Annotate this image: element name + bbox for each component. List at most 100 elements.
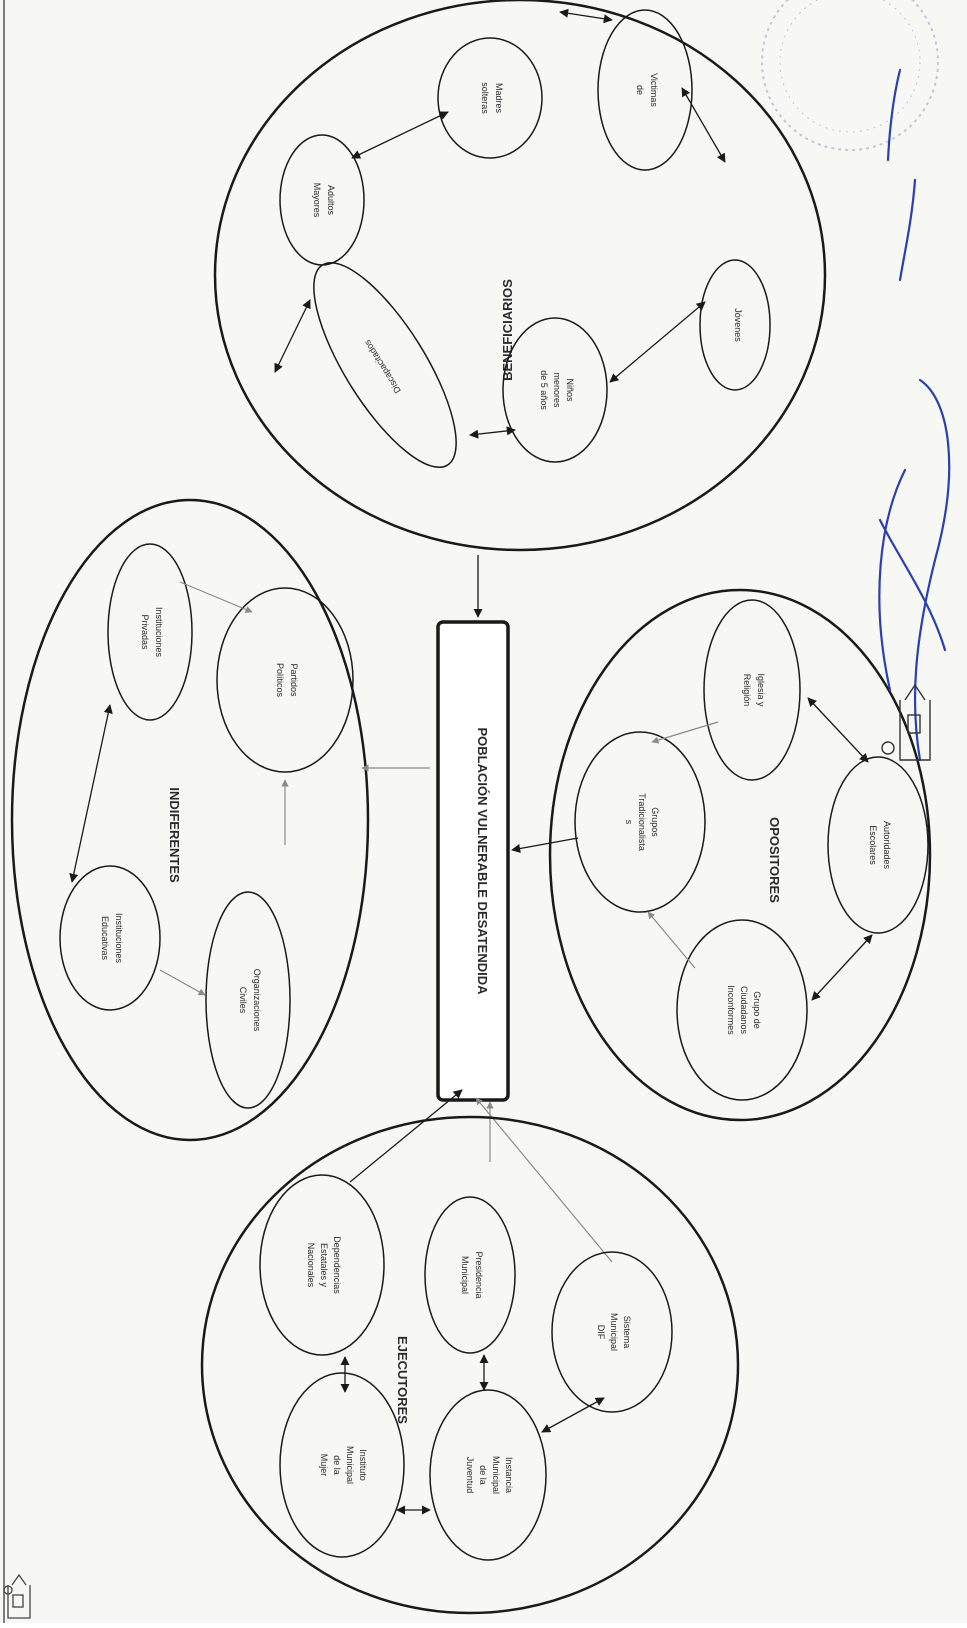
svg-text:Sistema: Sistema: [622, 1316, 632, 1349]
svg-text:Municipal: Municipal: [345, 1446, 355, 1484]
node-organizaciones-civiles-label: Organizaciones Civiles: [238, 969, 262, 1032]
svg-text:Juventud: Juventud: [465, 1457, 475, 1494]
group-indiferentes: INDIFERENTES Instituciones Privadas Part…: [10, 498, 370, 1142]
arrow-iglesia-autoridades: [807, 697, 869, 763]
svg-text:Iglesia y: Iglesia y: [756, 673, 766, 707]
svg-text:de la: de la: [332, 1455, 342, 1475]
opositores-boundary: [548, 588, 932, 1122]
arrow-privadas-educativas: [69, 704, 113, 883]
svg-text:Políticos: Políticos: [275, 663, 285, 698]
svg-text:Grupos: Grupos: [650, 807, 660, 837]
node-jovenes-label: Jóvenes: [733, 308, 743, 342]
center-box: [436, 620, 510, 1102]
node-madres-solteras: [437, 37, 543, 159]
node-ciudadanos-inconformes: [676, 919, 808, 1101]
tower-emblem-left: [3, 1573, 31, 1619]
svg-text:Estatales y: Estatales y: [319, 1243, 329, 1288]
svg-text:Victimas: Victimas: [649, 73, 659, 107]
arrow-dependencias-center: [349, 1089, 463, 1183]
svg-text:Inconformes: Inconformes: [726, 985, 736, 1035]
svg-text:s: s: [624, 820, 634, 825]
svg-text:de: de: [635, 85, 645, 95]
node-discapacitados: [313, 261, 457, 469]
svg-text:menores: menores: [552, 372, 562, 408]
node-autoridades-escolares-label: Autoridades Escolares: [868, 821, 892, 870]
svg-text:Municipal: Municipal: [609, 1313, 619, 1351]
node-dependencias: [259, 1174, 385, 1356]
node-grupos-tradicionalistas-label: Grupos Tradicionalista s: [624, 793, 660, 851]
official-stamp: [761, 0, 939, 151]
arrow-privadas-partidos: [179, 581, 253, 613]
svg-text:Instituto: Instituto: [358, 1449, 368, 1481]
svg-text:Presidencia: Presidencia: [474, 1251, 484, 1298]
svg-text:Privadas: Privadas: [140, 614, 150, 650]
node-instituciones-privadas: [107, 543, 193, 721]
center-label: POBLACIÓN VULNERABLE DESATENDIDA: [475, 728, 490, 996]
node-instituto-mujer-label: Instituto Municipal de la Mujer: [319, 1446, 368, 1484]
arrow-victimas-out: [681, 87, 726, 163]
opositores-title: OPOSITORES: [767, 817, 782, 903]
node-grupos-tradicionalistas: [574, 731, 706, 913]
group-opositores: OPOSITORES Iglesia y Religión Grupos Tra…: [548, 588, 932, 1122]
svg-text:Madres: Madres: [494, 83, 504, 114]
arrow-ninos-jovenes: [609, 301, 706, 383]
node-dif: [551, 1251, 673, 1413]
signature-mark: [878, 68, 951, 762]
node-partidos-politicos: [216, 587, 354, 773]
tower-emblem-right: [881, 683, 931, 761]
node-presidencia-label: Presidencia Municipal: [460, 1251, 484, 1298]
ejecutores-boundary: [200, 1115, 740, 1615]
svg-text:Municipal: Municipal: [491, 1456, 501, 1494]
node-iglesia-label: Iglesia y Religión: [742, 673, 766, 707]
svg-text:Civiles: Civiles: [238, 987, 248, 1014]
svg-text:Grupo de: Grupo de: [752, 991, 762, 1029]
arrow-discapacitados-out: [274, 299, 311, 373]
svg-text:Niños: Niños: [565, 378, 575, 402]
arrow-adultos-madres: [351, 111, 449, 159]
svg-text:Adultos: Adultos: [326, 185, 336, 216]
svg-text:Municipal: Municipal: [460, 1256, 470, 1294]
arrow-opositores-center: [511, 837, 579, 854]
node-ninos-label: Niños menores de 5 años: [539, 370, 575, 410]
arrow-inconformes-tradicionalistas: [647, 911, 696, 969]
ejecutores-title: EJECUTORES: [395, 1336, 410, 1424]
node-madres-solteras-label: Madres solteras: [480, 82, 504, 114]
arrow-dif-center: [475, 1097, 613, 1263]
arrow-educativas-civiles: [159, 969, 206, 996]
node-instituciones-privadas-label: Instituciones Privadas: [140, 607, 164, 658]
arrow-iglesia-tradicionalistas: [651, 721, 719, 744]
node-instituciones-educativas-label: Instituciones Educativas: [100, 913, 124, 964]
svg-text:de 5 años: de 5 años: [539, 370, 549, 410]
svg-text:Instituciones: Instituciones: [154, 607, 164, 658]
svg-text:DIF: DIF: [596, 1325, 606, 1340]
node-dependencias-label: Dependencias Estatales y Nacionales: [306, 1236, 342, 1294]
svg-text:Dependencias: Dependencias: [332, 1236, 342, 1294]
svg-text:Religión: Religión: [742, 674, 752, 707]
svg-text:Mayores: Mayores: [312, 183, 322, 218]
beneficiarios-boundary: [213, 0, 827, 552]
node-victimas-label: Victimas de: [635, 73, 659, 107]
svg-text:Ciudadanos: Ciudadanos: [739, 986, 749, 1035]
node-adultos-mayores-label: Adultos Mayores: [312, 183, 336, 218]
svg-text:Autoridades: Autoridades: [882, 821, 892, 870]
svg-text:Partidos: Partidos: [289, 663, 299, 697]
svg-text:de la: de la: [478, 1465, 488, 1485]
node-instancia-juventud-label: Instancia Municipal de la Juventud: [465, 1456, 514, 1494]
arrow-inconformes-autoridades: [811, 934, 873, 1001]
svg-text:Instancia: Instancia: [504, 1457, 514, 1493]
svg-text:solteras: solteras: [480, 82, 490, 114]
node-dif-label: Sistema Municipal DIF: [596, 1313, 632, 1351]
svg-text:Instituciones: Instituciones: [114, 913, 124, 964]
svg-text:Tradicionalista: Tradicionalista: [637, 793, 647, 851]
svg-text:Mujer: Mujer: [319, 1454, 329, 1477]
indiferentes-title: INDIFERENTES: [167, 787, 182, 883]
svg-text:Escolares: Escolares: [868, 825, 878, 865]
svg-text:Nacionales: Nacionales: [306, 1243, 316, 1288]
svg-text:Organizaciones: Organizaciones: [252, 969, 262, 1032]
node-autoridades-escolares: [827, 756, 929, 934]
arrow-victimas-top: [559, 8, 613, 24]
node-iglesia: [703, 599, 801, 781]
node-ciudadanos-inconformes-label: Grupo de Ciudadanos Inconformes: [726, 985, 762, 1035]
node-organizaciones-civiles: [205, 891, 291, 1109]
